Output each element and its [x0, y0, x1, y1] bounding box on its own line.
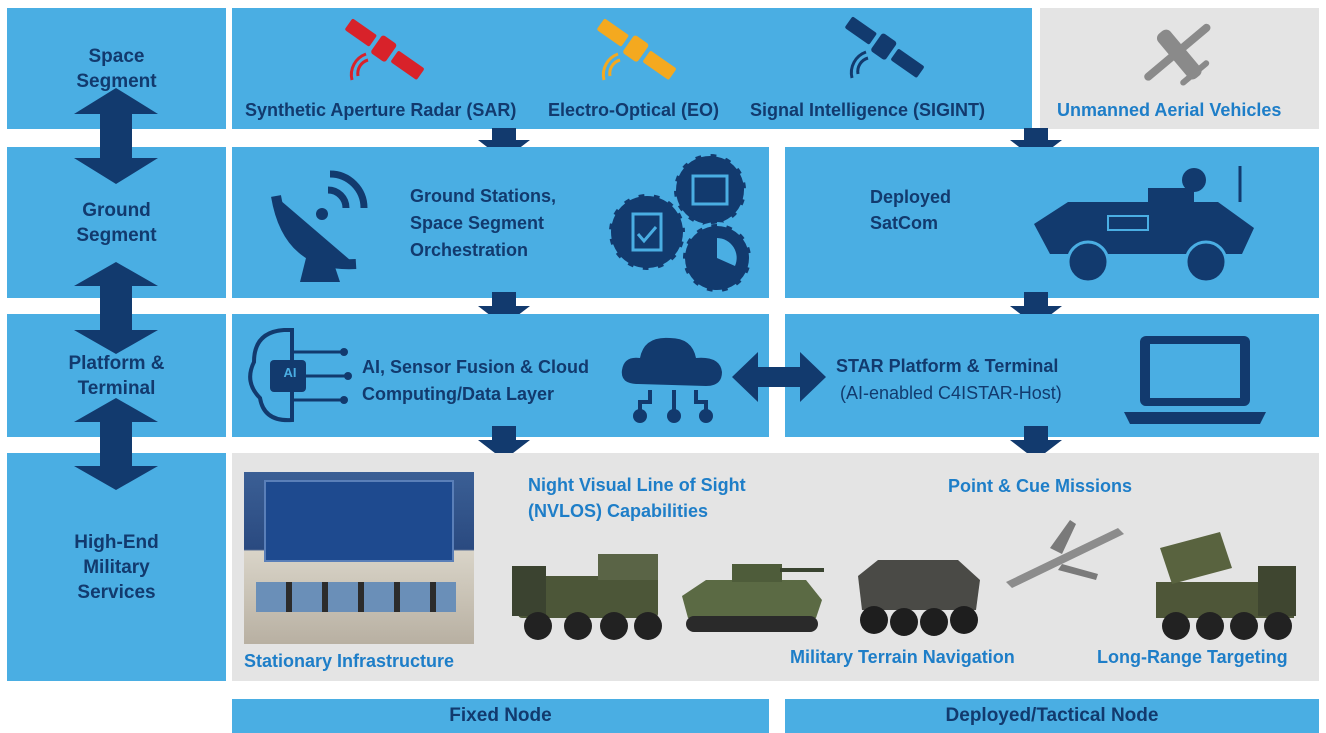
services-line1: High-End — [74, 531, 159, 553]
ground-stations-line2: Space Segment — [410, 213, 545, 233]
down-arrow-icon — [478, 128, 530, 160]
ground-stations-line1: Ground Stations, — [410, 186, 556, 206]
uav-drone-icon — [1144, 23, 1211, 86]
orchestration-gears-icon — [607, 152, 753, 294]
fixed-node-label: Fixed Node — [449, 705, 552, 726]
down-arrow-icon — [478, 426, 530, 460]
ai-line1: AI, Sensor Fusion & Cloud — [362, 357, 590, 377]
satcom-line2: SatCom — [870, 213, 939, 233]
ai-cloud-label: AI, Sensor Fusion & Cloud Computing/Data… — [362, 354, 589, 408]
eo-label: Electro-Optical (EO) — [548, 100, 720, 120]
nvlos-label: Night Visual Line of Sight (NVLOS) Capab… — [528, 472, 746, 524]
sigint-satellite-icon — [845, 16, 924, 79]
ai-brain-icon — [248, 328, 352, 423]
uav-label: Unmanned Aerial Vehicles — [1057, 100, 1282, 120]
double-arrow-icon — [74, 398, 158, 490]
stationary-infrastructure-label: Stationary Infrastructure — [244, 651, 455, 671]
point-cue-label: Point & Cue Missions — [948, 476, 1133, 496]
services-line2: Military — [83, 556, 150, 578]
ground-segment-line1: Ground — [82, 199, 151, 221]
double-arrow-icon — [74, 88, 158, 184]
star-platform-label: STAR Platform & Terminal — [836, 356, 1059, 376]
armored-satcom-vehicle-icon — [1034, 166, 1254, 284]
long-range-targeting-label: Long-Range Targeting — [1097, 647, 1288, 667]
ai-chip-label: AI — [283, 365, 297, 380]
ground-stations-label: Ground Stations, Space Segment Orchestra… — [410, 183, 556, 264]
services-line3: Services — [77, 581, 156, 603]
ai-line2: Computing/Data Layer — [362, 384, 555, 404]
artillery-truck-image — [512, 554, 662, 640]
down-arrow-icon — [478, 292, 530, 326]
satcom-line1: Deployed — [870, 187, 952, 207]
ifv-tank-image — [682, 564, 824, 632]
sar-satellite-icon — [345, 18, 424, 81]
monitor-row — [256, 582, 456, 612]
nvlos-line2: (NVLOS) Capabilities — [528, 501, 709, 521]
sigint-label: Signal Intelligence (SIGINT) — [750, 100, 986, 120]
ugv-vehicle-image — [858, 560, 980, 636]
deployed-node-label: Deployed/Tactical Node — [945, 705, 1159, 726]
space-segment-line1: Space — [88, 45, 145, 67]
horizontal-double-arrow-icon — [732, 352, 826, 402]
star-platform-sublabel: (AI-enabled C4ISTAR-Host) — [840, 383, 1062, 403]
down-arrow-icon — [1010, 292, 1062, 326]
sar-label: Synthetic Aperture Radar (SAR) — [245, 100, 517, 120]
eo-satellite-icon — [597, 18, 676, 81]
ground-segment-box: Ground Segment — [7, 147, 226, 298]
control-room-image — [244, 472, 474, 644]
nvlos-line1: Night Visual Line of Sight — [528, 475, 746, 495]
world-map-screen — [264, 480, 454, 562]
ground-stations-line3: Orchestration — [410, 240, 529, 260]
ground-segment-line2: Segment — [76, 224, 157, 246]
down-arrow-icon — [1010, 426, 1062, 460]
double-arrow-icon — [74, 262, 158, 354]
high-end-services-box: High-End Military Services — [7, 453, 226, 681]
uav-panel — [1040, 8, 1319, 129]
space-segment-line2: Segment — [76, 70, 157, 92]
satellite-dish-icon — [271, 170, 368, 282]
terrain-navigation-label: Military Terrain Navigation — [790, 647, 1015, 667]
loitering-drone-image — [1006, 520, 1124, 588]
fixed-node-bar: Fixed Node — [232, 699, 769, 733]
platform-line1: Platform & — [68, 352, 165, 374]
down-arrow-icon — [1010, 128, 1062, 160]
rocket-launcher-truck-image — [1156, 532, 1296, 640]
cloud-network-icon — [621, 337, 722, 423]
deployed-satcom-label: Deployed SatCom — [870, 184, 951, 236]
deployed-tactical-node-bar: Deployed/Tactical Node — [785, 699, 1319, 733]
platform-line2: Terminal — [77, 377, 156, 399]
laptop-icon — [1124, 336, 1266, 424]
